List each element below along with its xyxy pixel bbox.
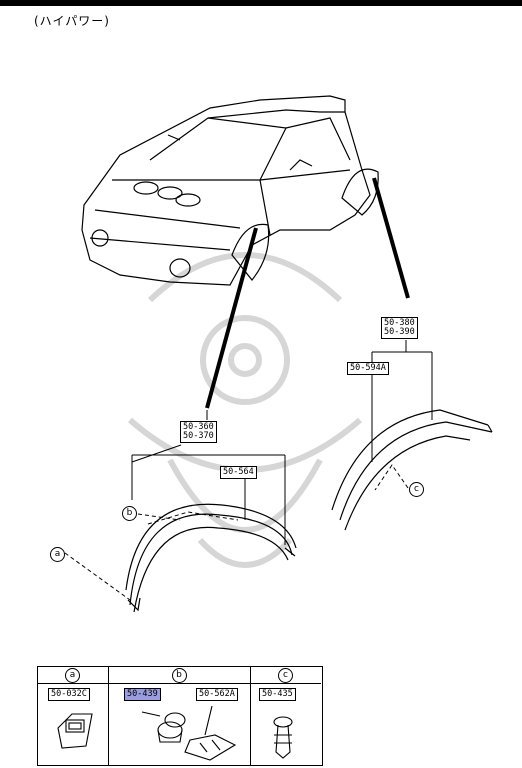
legend-letter-a: a (65, 668, 80, 683)
clip-c-drawing (273, 716, 293, 759)
page-title: (ハイパワー) (34, 14, 110, 28)
rear-part-number-box: 50-380 50-390 (381, 317, 418, 339)
front-part-number-box: 50-360 50-370 (180, 421, 217, 443)
legend-letter-b: b (171, 668, 187, 683)
callout-b: b (122, 506, 137, 521)
clip-a-drawing (57, 713, 93, 749)
legend-cell-a: a 50-032C (38, 667, 109, 765)
legend-header-b: b (109, 667, 250, 684)
front-wheel-arch-molding (125, 503, 297, 613)
legend-cell-c: c 50-435 (251, 667, 321, 765)
legend-cell-b: b 50-439 50-562A (109, 667, 251, 765)
front-sub-part-label: 50-564 (220, 466, 257, 479)
rear-sub-part-label: 50-594A (347, 362, 389, 375)
legend-part-b-2: 50-562A (196, 688, 238, 701)
callout-c: c (409, 482, 424, 497)
top-rule (0, 0, 522, 6)
fastener-b-drawing (141, 705, 237, 761)
legend-table: a 50-032C b 50-439 50-562A c 50-435 (37, 666, 323, 766)
front-part-number-1: 50-360 (183, 422, 214, 432)
callout-a: a (50, 547, 65, 562)
legend-header-a: a (38, 667, 108, 684)
legend-part-b-1[interactable]: 50-439 (124, 688, 161, 701)
rear-wheel-arch-molding (331, 409, 493, 531)
legend-header-c: c (251, 667, 321, 684)
rear-part-number-2: 50-390 (384, 327, 415, 337)
legend-part-c: 50-435 (259, 688, 296, 701)
leader-lines (64, 177, 433, 601)
car-illustration (81, 95, 379, 286)
front-part-number-2: 50-370 (183, 431, 214, 441)
rear-part-number-1: 50-380 (384, 318, 415, 328)
legend-letter-c: c (278, 668, 293, 683)
legend-part-a: 50-032C (48, 688, 90, 701)
